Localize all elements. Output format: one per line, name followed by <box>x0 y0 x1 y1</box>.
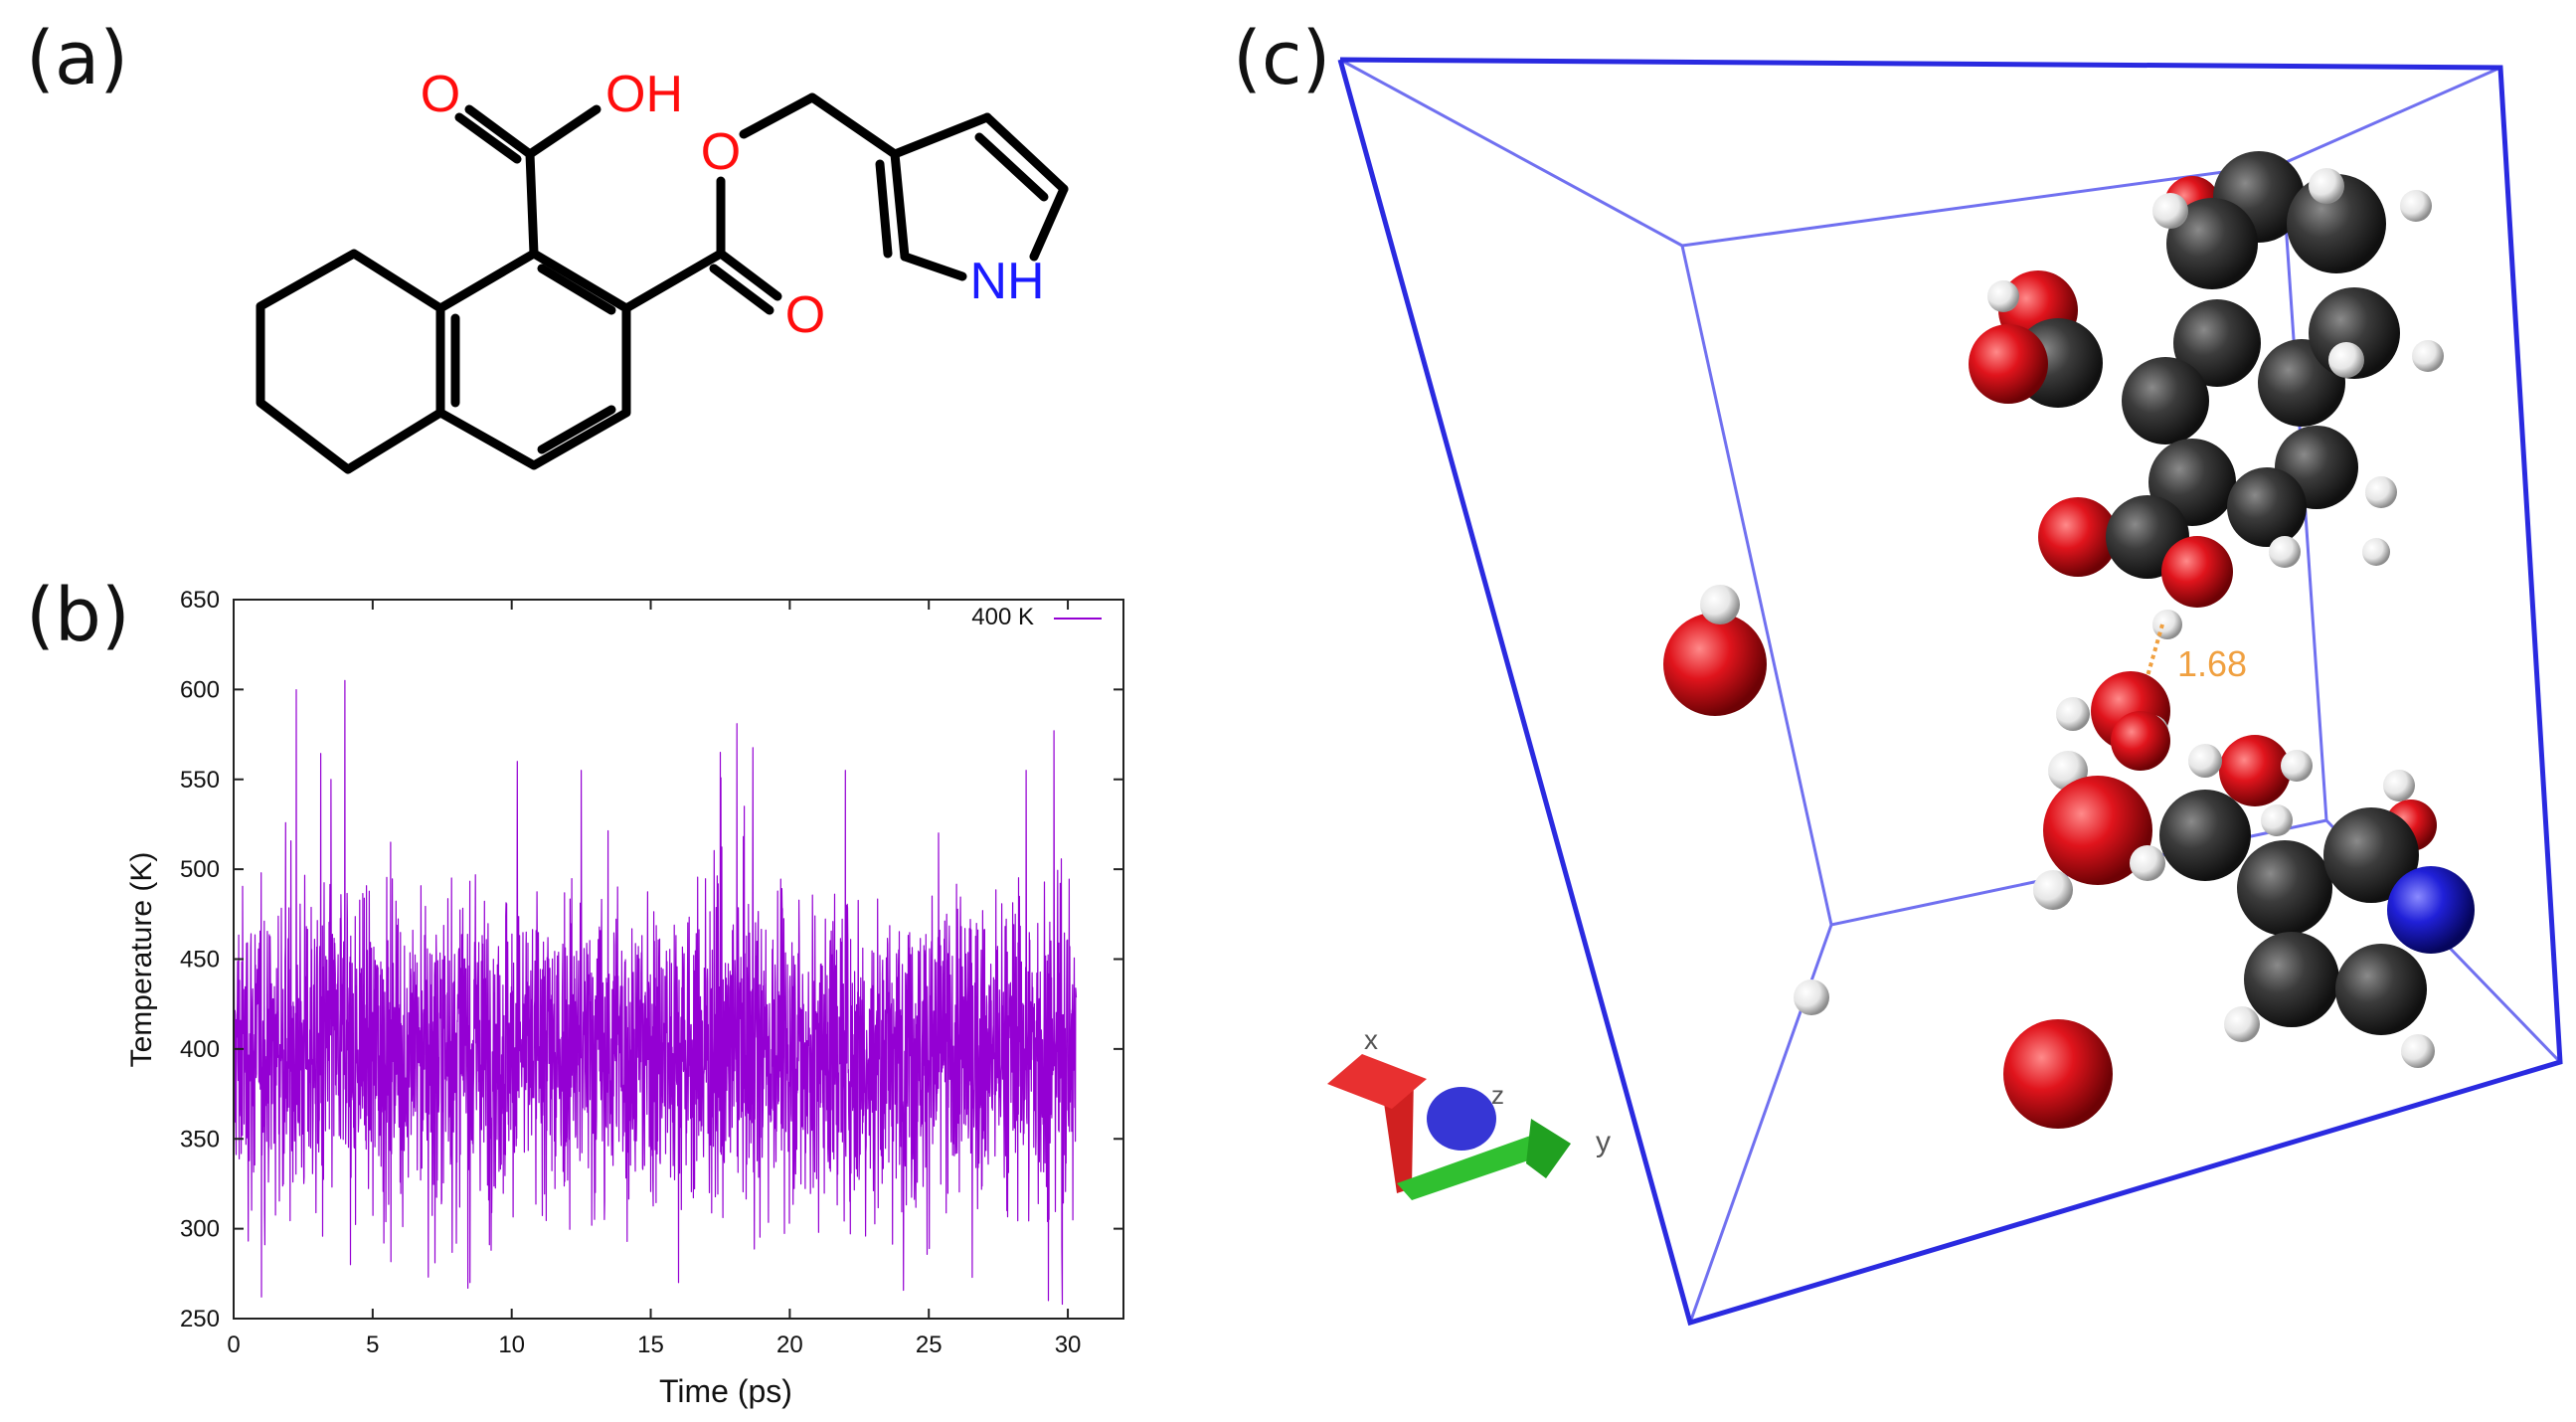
oxygen-atom <box>2043 776 2152 885</box>
oxygen-atom <box>2111 711 2170 771</box>
atom-label-ester-carbonyl-o: O <box>785 286 825 344</box>
hydrogen-atom <box>2412 340 2444 372</box>
panel-label-b: (b) <box>26 573 130 658</box>
y-axis-label: Temperature (K) <box>125 852 158 1068</box>
hydrogen-atom <box>1987 280 2019 312</box>
series-line-400k <box>233 679 1078 1306</box>
legend-label: 400 K <box>971 604 1034 630</box>
atom-label-ester-o: O <box>701 123 741 181</box>
hydrogen-atom <box>2261 804 2293 836</box>
nitrogen-atom <box>2387 866 2475 954</box>
y-tick-label: 500 <box>180 856 220 883</box>
carbon-atom <box>2166 198 2258 289</box>
hydrogen-atom <box>2033 870 2073 910</box>
atom-label-pyrrole-nh: NH <box>969 253 1044 310</box>
hydrogen-atom <box>2281 750 2313 782</box>
hydrogen-atom <box>1700 585 1740 624</box>
carbon-atom <box>2335 944 2427 1035</box>
y-tick-label: 550 <box>180 767 220 794</box>
axes-triad: z x y <box>1327 1024 1611 1200</box>
oxygen-atom <box>2003 1019 2113 1129</box>
y-axis-arrow <box>1397 1134 1543 1200</box>
series-layer <box>233 679 1078 1306</box>
carbon-atom <box>2227 467 2307 547</box>
hydrogen-atom <box>2152 610 2182 639</box>
y-tick-label: 450 <box>180 947 220 974</box>
y-tick-label: 350 <box>180 1126 220 1153</box>
tick-layer: 0 5 10 15 20 25 30 250 300 350 400 450 500 550 600 650 <box>180 587 1123 1358</box>
carbon-atom <box>2287 174 2386 273</box>
y-tick-label: 250 <box>180 1306 220 1333</box>
hydrogen-atom <box>2152 193 2188 229</box>
hbond-line <box>2146 623 2164 677</box>
oxygen-atom <box>2161 536 2233 608</box>
legend: 400 K <box>971 604 1102 630</box>
carbon-atom <box>2244 932 2339 1027</box>
atom-label-carbonyl-o: O <box>421 66 460 123</box>
simulation-box-render: 1.68 z x y <box>1327 57 2563 1327</box>
z-axis-arrow <box>1427 1087 1496 1151</box>
molecule-structure: O OH O O NH <box>256 66 1069 474</box>
oxygen-atom <box>1969 324 2048 404</box>
hbond-distance-label: 1.68 <box>2177 643 2247 684</box>
y-tick-label: 650 <box>180 587 220 614</box>
axis-label-z: z <box>1491 1080 1504 1110</box>
hydrogen-atom <box>2401 1034 2435 1068</box>
cyclohexane-ring <box>256 249 445 474</box>
hydrogen-atom <box>1794 979 1829 1015</box>
y-tick-label: 600 <box>180 676 220 703</box>
x-tick-label: 15 <box>637 1332 664 1358</box>
periodic-box <box>1337 57 2563 1327</box>
carbon-atom <box>2237 840 2332 936</box>
oxygen-atom <box>1663 613 1767 716</box>
x-tick-label: 10 <box>498 1332 525 1358</box>
hydrogen-atom <box>2269 536 2301 568</box>
benzene-ring <box>435 249 631 470</box>
x-tick-label: 25 <box>916 1332 943 1358</box>
hydrogen-atom <box>2224 1006 2260 1042</box>
x-tick-label: 20 <box>776 1332 803 1358</box>
carbon-atom <box>2173 299 2261 387</box>
panel-label-c: (c) <box>1233 16 1331 101</box>
hydrogen-atom <box>2400 190 2432 222</box>
hydrogen-atom <box>2328 342 2364 378</box>
panel-label-a: (a) <box>26 16 129 101</box>
y-tick-label: 400 <box>180 1036 220 1063</box>
hydrogen-atom <box>2056 697 2090 731</box>
atom-label-hydroxyl: OH <box>605 66 683 123</box>
x-axis-label: Time (ps) <box>659 1373 792 1409</box>
oxygen-atom <box>2038 497 2118 577</box>
oxygen-atom <box>2219 735 2291 806</box>
axis-label-y: y <box>1596 1126 1611 1158</box>
hydrogen-atom <box>2365 476 2397 508</box>
axis-label-x: x <box>1364 1024 1378 1055</box>
carbon-atom <box>2323 807 2419 903</box>
hydrogen-atom <box>2362 538 2390 566</box>
hydrogen-atom <box>2309 168 2344 204</box>
x-tick-label: 30 <box>1055 1332 1082 1358</box>
carbon-atom <box>2122 357 2209 444</box>
y-tick-label: 300 <box>180 1216 220 1243</box>
carbon-atom <box>2159 790 2251 881</box>
atoms <box>1663 151 2475 1129</box>
x-tick-label: 5 <box>366 1332 379 1358</box>
hydrogen-atom <box>2383 770 2415 801</box>
x-tick-label: 0 <box>227 1332 240 1358</box>
hydrogen-atom <box>2188 744 2222 778</box>
hydrogen-atom <box>2130 845 2165 881</box>
